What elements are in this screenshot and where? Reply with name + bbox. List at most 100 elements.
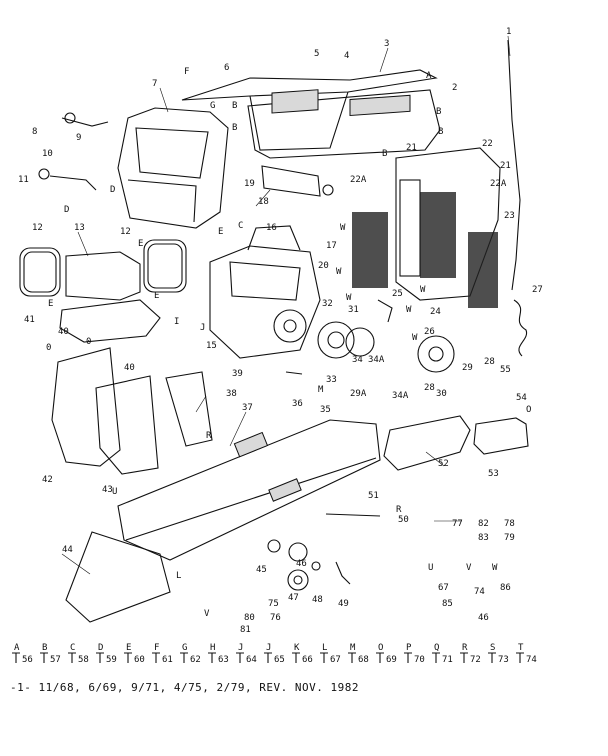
svg-text:0: 0 bbox=[46, 343, 51, 353]
svg-text:B: B bbox=[436, 107, 441, 117]
svg-text:86: 86 bbox=[500, 583, 511, 593]
svg-text:28: 28 bbox=[484, 357, 495, 367]
svg-text:46: 46 bbox=[296, 559, 307, 569]
svg-text:47: 47 bbox=[288, 593, 299, 603]
muffler bbox=[261, 165, 334, 197]
svg-text:B: B bbox=[232, 123, 237, 133]
svg-text:25: 25 bbox=[392, 289, 403, 299]
bolt-icon bbox=[460, 652, 468, 663]
legend-number: 56 bbox=[22, 655, 33, 665]
svg-text:A: A bbox=[426, 71, 432, 81]
svg-text:35: 35 bbox=[320, 405, 331, 415]
legend-number: 73 bbox=[498, 655, 509, 665]
legend-letter: A bbox=[14, 643, 20, 653]
svg-text:40: 40 bbox=[58, 327, 69, 337]
dash-console bbox=[117, 107, 229, 229]
legend-number: 63 bbox=[218, 655, 229, 665]
svg-text:R: R bbox=[396, 505, 402, 515]
legend-item-O-69: O69 bbox=[376, 643, 397, 665]
drive-pulleys bbox=[317, 299, 455, 373]
hardware-legend: A56B57C58D59E60F61G62H63J64J65K66L67M68O… bbox=[12, 643, 537, 665]
svg-text:34: 34 bbox=[352, 355, 363, 365]
legend-item-S-73: S73 bbox=[488, 643, 509, 665]
bolt-icon bbox=[208, 652, 216, 663]
svg-text:E: E bbox=[154, 291, 159, 301]
bolt-icon bbox=[488, 652, 496, 663]
engine bbox=[209, 225, 321, 359]
svg-text:M: M bbox=[318, 385, 324, 395]
svg-text:18: 18 bbox=[258, 197, 269, 207]
svg-text:37: 37 bbox=[242, 403, 253, 413]
legend-item-A-56: A56 bbox=[12, 643, 33, 665]
bolt-icon bbox=[124, 652, 132, 663]
svg-text:15: 15 bbox=[206, 341, 217, 351]
svg-text:B: B bbox=[232, 101, 237, 111]
legend-letter: T bbox=[518, 643, 524, 653]
svg-text:34A: 34A bbox=[368, 355, 385, 365]
svg-text:22: 22 bbox=[482, 139, 493, 149]
svg-text:51: 51 bbox=[368, 491, 379, 501]
svg-text:76: 76 bbox=[270, 613, 281, 623]
hood-side-panel bbox=[247, 89, 441, 159]
svg-text:44: 44 bbox=[62, 545, 73, 555]
svg-text:4: 4 bbox=[344, 51, 349, 61]
svg-text:C: C bbox=[238, 221, 243, 231]
svg-text:43: 43 bbox=[102, 485, 113, 495]
hardware-side-key: 77 82 78 83 79 U V W 67 74 86 85 46 75 8… bbox=[240, 519, 515, 635]
legend-item-Q-71: Q71 bbox=[432, 643, 453, 665]
legend-item-R-72: R72 bbox=[460, 643, 481, 665]
bolt-icon bbox=[376, 652, 384, 663]
svg-text:41: 41 bbox=[24, 315, 35, 325]
svg-text:L: L bbox=[176, 571, 181, 581]
svg-text:74: 74 bbox=[474, 587, 485, 597]
svg-text:E: E bbox=[48, 299, 53, 309]
legend-number: 59 bbox=[106, 655, 117, 665]
svg-text:49: 49 bbox=[338, 599, 349, 609]
svg-text:67: 67 bbox=[438, 583, 449, 593]
legend-letter: Q bbox=[434, 643, 439, 653]
svg-text:16: 16 bbox=[266, 223, 277, 233]
svg-text:53: 53 bbox=[488, 469, 499, 479]
svg-text:32: 32 bbox=[322, 299, 333, 309]
idler-pulleys bbox=[267, 539, 351, 591]
legend-item-J-65: J65 bbox=[264, 643, 285, 665]
svg-text:13: 13 bbox=[74, 223, 85, 233]
legend-number: 58 bbox=[78, 655, 89, 665]
svg-text:40: 40 bbox=[124, 363, 135, 373]
svg-text:28: 28 bbox=[424, 383, 435, 393]
bolt-icon bbox=[152, 652, 160, 663]
legend-letter: E bbox=[126, 643, 131, 653]
bolt-icon bbox=[264, 652, 272, 663]
legend-item-T-74: T74 bbox=[516, 643, 537, 665]
legend-number: 68 bbox=[358, 655, 369, 665]
svg-text:31: 31 bbox=[348, 305, 359, 315]
svg-text:30: 30 bbox=[436, 389, 447, 399]
rear-drawbar bbox=[65, 531, 171, 623]
legend-letter: M bbox=[350, 643, 356, 653]
svg-text:22A: 22A bbox=[490, 179, 507, 189]
svg-text:12: 12 bbox=[120, 227, 131, 237]
svg-text:8: 8 bbox=[32, 127, 37, 137]
throttle-lever bbox=[38, 112, 109, 191]
legend-item-D-59: D59 bbox=[96, 643, 117, 665]
revision-footer: -1- 11/68, 6/69, 9/71, 4/75, 2/79, REV. … bbox=[10, 681, 360, 694]
legend-item-F-61: F61 bbox=[152, 643, 173, 665]
svg-text:12: 12 bbox=[32, 223, 43, 233]
svg-text:83: 83 bbox=[478, 533, 489, 543]
cable bbox=[507, 39, 528, 357]
legend-letter: F bbox=[154, 643, 159, 653]
svg-text:D: D bbox=[110, 185, 115, 195]
headlight-assembly bbox=[19, 239, 187, 301]
svg-text:21: 21 bbox=[500, 161, 511, 171]
svg-text:W: W bbox=[346, 293, 352, 303]
leader-lines bbox=[61, 35, 511, 575]
floor-bracket bbox=[59, 299, 161, 343]
legend-number: 69 bbox=[386, 655, 397, 665]
svg-text:36: 36 bbox=[292, 399, 303, 409]
svg-text:3: 3 bbox=[384, 39, 389, 49]
legend-letter: D bbox=[98, 643, 103, 653]
svg-text:U: U bbox=[112, 487, 117, 497]
svg-text:82: 82 bbox=[478, 519, 489, 529]
side-panels bbox=[51, 347, 213, 475]
legend-letter: S bbox=[490, 643, 495, 653]
